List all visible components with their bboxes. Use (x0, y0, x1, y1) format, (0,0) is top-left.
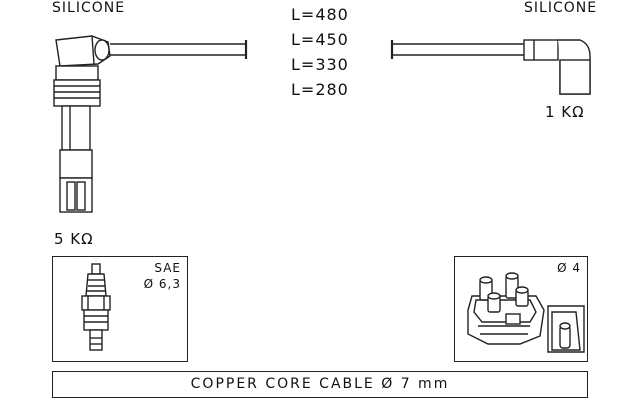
plug-standard-label: SAE (154, 261, 181, 275)
right-cable-drawing (390, 40, 524, 59)
left-resistance-label: 5 KΩ (54, 230, 94, 248)
length-item: L=330 (291, 55, 349, 74)
spark-plug-panel: SAE Ø 6,3 (52, 256, 188, 362)
right-material-label: SILICONE (524, 0, 598, 16)
length-item: L=480 (291, 5, 349, 24)
coil-size-label: Ø 4 (557, 261, 581, 275)
ignition-coil-panel: Ø 4 (454, 256, 588, 362)
right-resistance-label: 1 KΩ (545, 103, 585, 121)
length-item: L=280 (291, 80, 349, 99)
lengths-list: L=480 L=450 L=330 L=280 (291, 2, 349, 102)
length-item: L=450 (291, 30, 349, 49)
left-plug-boot-drawing (53, 35, 111, 213)
cable-description: COPPER CORE CABLE Ø 7 mm (52, 371, 588, 398)
right-coil-boot-drawing (523, 39, 591, 95)
plug-size-label: Ø 6,3 (143, 277, 181, 291)
left-cable-drawing (110, 40, 248, 59)
left-material-label: SILICONE (52, 0, 126, 16)
